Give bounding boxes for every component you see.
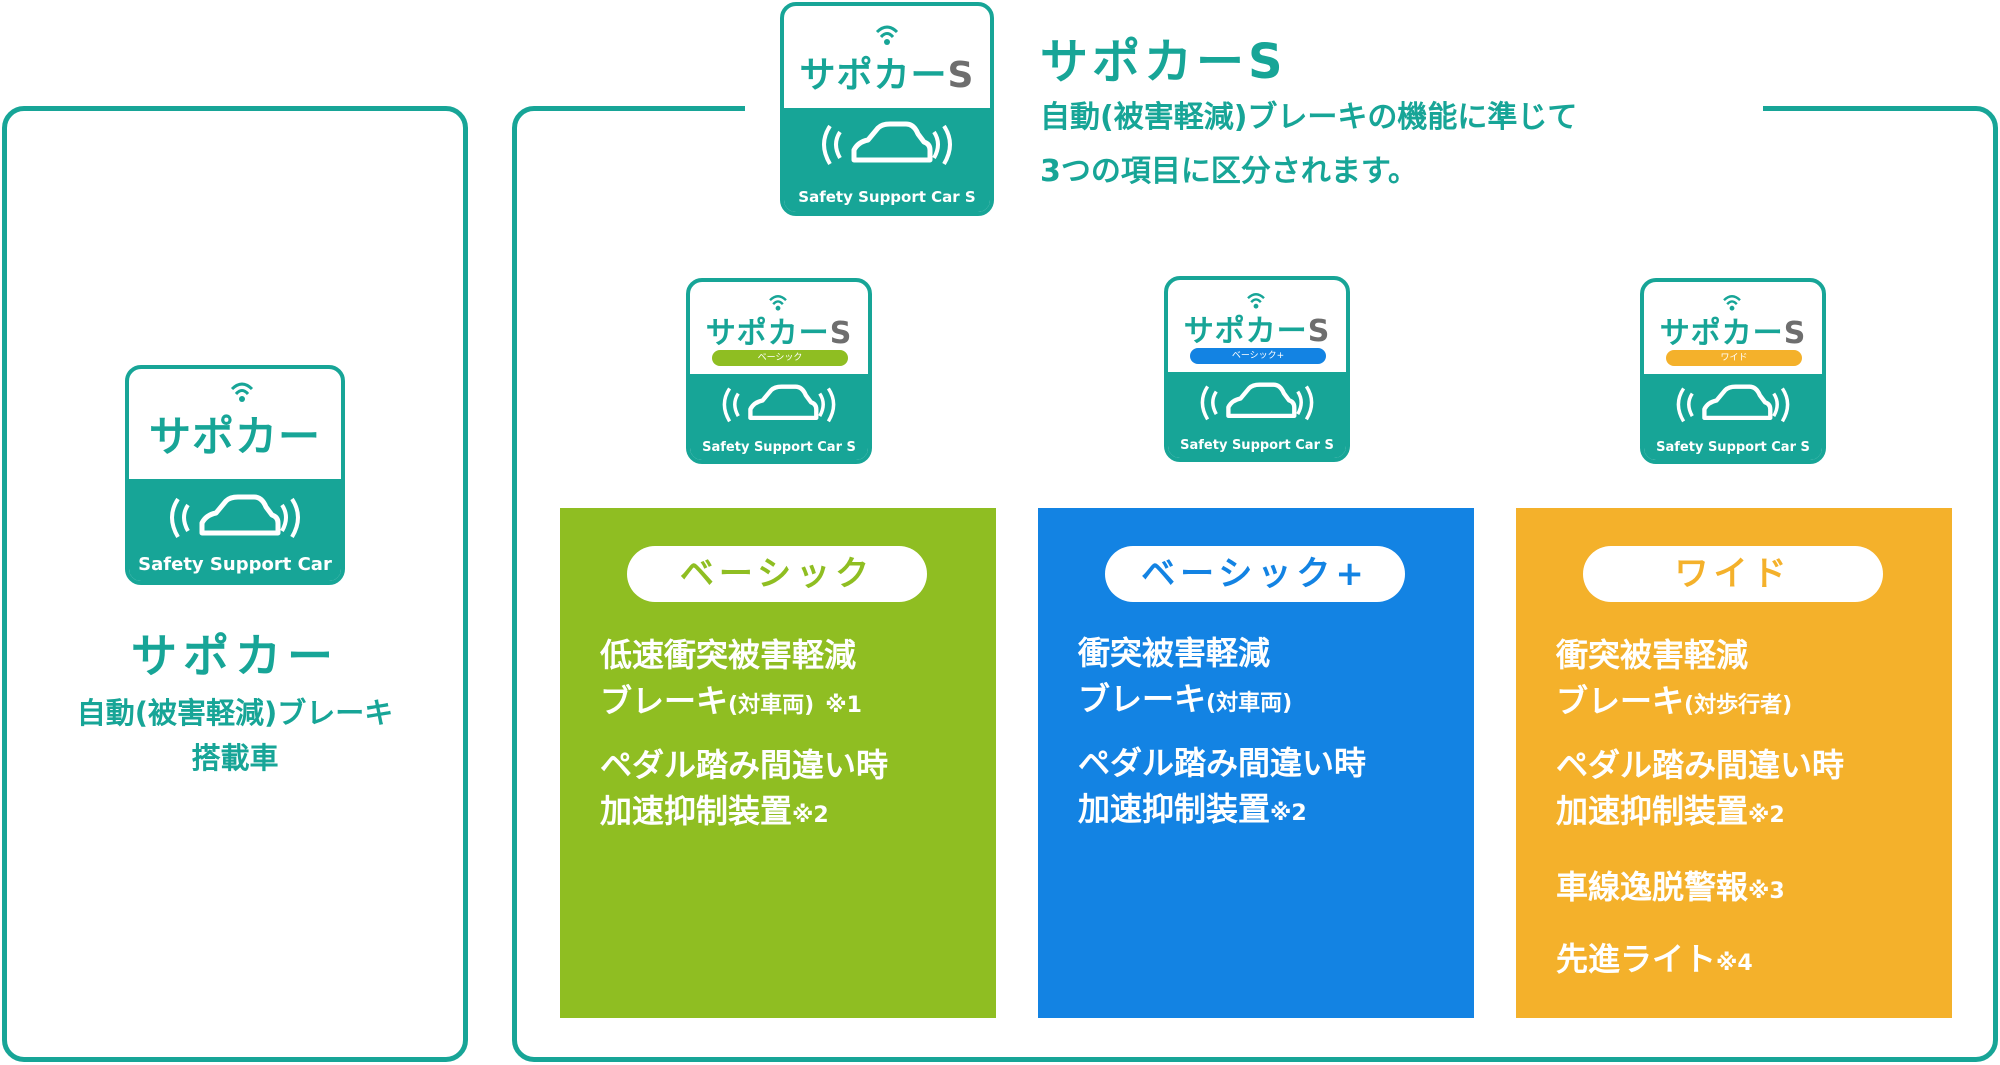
basic-plus-panel: ベーシック+ 衝突被害軽減 ブレーキ(対車両) ペダル踏み間違い時 加速抑制装置… [1038, 508, 1474, 1018]
saposka-frame [2, 106, 468, 1062]
wide-panel: ワイド 衝突被害軽減 ブレーキ(対歩行者) ペダル踏み間違い時 加速抑制装置※2… [1516, 508, 1952, 1018]
logo-caption: Safety Support Car S [1656, 439, 1810, 455]
signal-icon [875, 25, 899, 45]
frame-gap [745, 100, 1763, 118]
saposka-s-desc-line2: 3つの項目に区分されます。 [1040, 154, 1418, 189]
wide-logo: サポカーS ワイド Safety Support Car S [1640, 278, 1826, 464]
feature-item: 衝突被害軽減 ブレーキ(対歩行者) [1556, 636, 1793, 720]
saposka-logo: サポカー Safety Support Car [125, 365, 345, 585]
saposka-s-logo: サポカーS Safety Support Car S [780, 2, 994, 216]
signal-icon [769, 295, 787, 311]
signal-icon [1723, 295, 1741, 311]
wide-tag: ワイド [1583, 546, 1883, 602]
signal-icon [230, 382, 254, 402]
feature-item: ペダル踏み間違い時 加速抑制装置※2 [1078, 744, 1367, 828]
logo-brand: サポカーS [1659, 316, 1807, 351]
basic-panel: ベーシック 低速衝突被害軽減 ブレーキ(対車両) ※1 ペダル踏み間違い時 加速… [560, 508, 996, 1018]
feature-item: ペダル踏み間違い時 加速抑制装置※2 [1556, 746, 1845, 830]
saposka-title: サポカー [131, 629, 339, 683]
feature-item: 車線逸脱警報※3 [1556, 868, 1785, 906]
logo-brand: サポカーS [1183, 314, 1331, 349]
logo-caption: Safety Support Car S [702, 439, 856, 455]
saposka-desc-line1: 自動(被害軽減)ブレーキ [76, 696, 394, 730]
car-icon [1676, 384, 1790, 423]
logo-brand: サポカー [148, 412, 321, 461]
basic-plus-logo: サポカーS ベーシック+ Safety Support Car S [1164, 276, 1350, 462]
logo-brand: サポカーS [799, 55, 975, 96]
car-icon [170, 494, 300, 539]
logo-brand: サポカーS [705, 316, 853, 351]
car-icon [1200, 382, 1314, 421]
grade-pill: ベーシック [712, 350, 848, 366]
logo-caption: Safety Support Car S [798, 187, 976, 206]
basic-logo: サポカーS ベーシック Safety Support Car S [686, 278, 872, 464]
feature-item: 低速衝突被害軽減 ブレーキ(対車両) ※1 [600, 636, 862, 720]
feature-item: 先進ライト※4 [1556, 940, 1753, 978]
car-icon [822, 121, 952, 166]
basic-tag: ベーシック [627, 546, 927, 602]
feature-item: ペダル踏み間違い時 加速抑制装置※2 [600, 746, 889, 830]
saposka-s-desc-line1: 自動(被害軽減)ブレーキの機能に準じて [1040, 100, 1578, 135]
grade-pill: ワイド [1666, 350, 1802, 366]
basic-plus-tag: ベーシック+ [1105, 546, 1405, 602]
logo-caption: Safety Support Car [138, 553, 332, 575]
saposka-desc-line2: 搭載車 [191, 741, 279, 775]
logo-caption: Safety Support Car S [1180, 437, 1334, 453]
signal-icon [1247, 293, 1265, 309]
grade-pill: ベーシック+ [1190, 348, 1326, 364]
car-icon [722, 384, 836, 423]
feature-item: 衝突被害軽減 ブレーキ(対車両) [1078, 634, 1293, 718]
saposka-s-title: サポカーS [1040, 34, 1287, 90]
